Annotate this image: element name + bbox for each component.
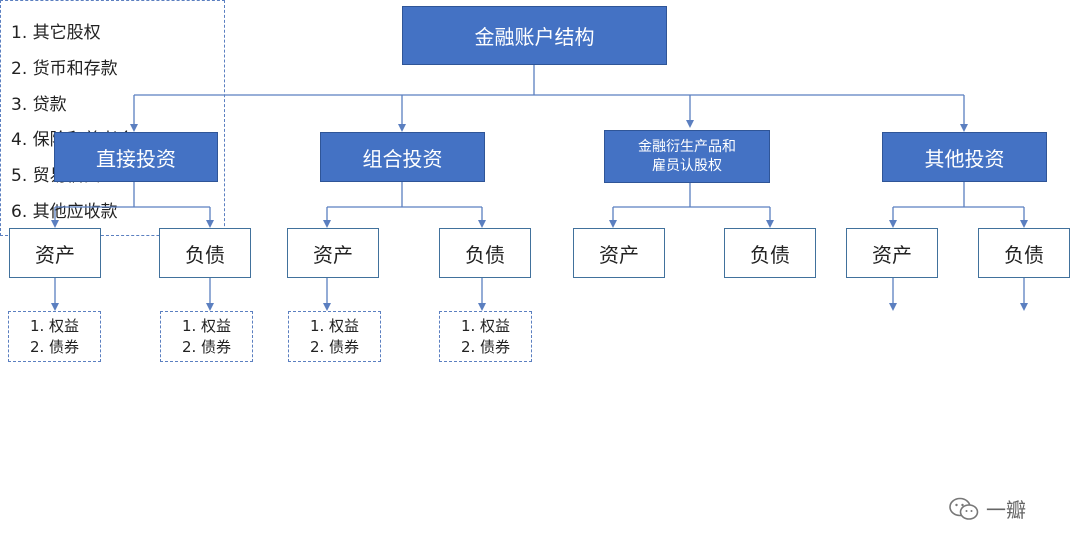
sublist-direct-asset: 1. 权益 2. 债券 [8,311,101,362]
sublist-portfolio-asset: 1. 权益 2. 债券 [288,311,381,362]
leaf-liability-portfolio: 负债 [439,228,531,278]
leaf-label: 负债 [750,242,790,267]
category-other-investment: 其他投资 [882,132,1047,182]
leaf-liability-derivatives: 负债 [724,228,816,278]
leaf-label: 资产 [35,242,75,267]
sublist-item: 2. 债券 [460,337,511,356]
leaf-asset-direct: 资产 [9,228,101,278]
leaf-label: 资产 [313,242,353,267]
list-item: 1. 其它股权 [11,23,101,44]
category-label: 直接投资 [96,146,176,171]
sublist-item: 1. 权益 [309,316,360,335]
list-item: 3. 贷款 [11,94,67,115]
root-label: 金融账户结构 [474,25,595,49]
category-label: 组合投资 [362,146,443,171]
leaf-liability-other: 负债 [978,228,1070,278]
sublist-item: 1. 权益 [181,316,232,335]
leaf-label: 负债 [1004,242,1044,267]
leaf-label: 资产 [872,242,912,267]
category-label-line1: 金融衍生产品和 [638,138,736,155]
leaf-label: 资产 [599,242,639,267]
leaf-liability-direct: 负债 [159,228,251,278]
sublist-item: 1. 权益 [460,316,511,335]
list-item: 2. 货币和存款 [11,58,118,79]
leaf-label: 负债 [185,242,225,267]
leaf-asset-portfolio: 资产 [287,228,379,278]
wechat-icon [949,497,979,520]
leaf-asset-derivatives: 资产 [573,228,665,278]
category-label: 其他投资 [924,146,1005,171]
category-label-line2: 雇员认股权 [652,157,722,174]
sublist-item: 2. 债券 [309,337,360,356]
sublist-item: 2. 债券 [29,337,80,356]
category-derivatives: 金融衍生产品和 雇员认股权 [604,130,770,183]
sublist-item: 2. 债券 [181,337,232,356]
sublist-portfolio-liability: 1. 权益 2. 债券 [439,311,532,362]
sublist-direct-liability: 1. 权益 2. 债券 [160,311,253,362]
watermark-text: 一瓣 [986,498,1026,522]
category-portfolio-investment: 组合投资 [320,132,485,182]
sublist-item: 1. 权益 [29,316,80,335]
watermark: 一瓣 [948,494,1026,523]
leaf-asset-other: 资产 [846,228,938,278]
root-node: 金融账户结构 [402,6,667,65]
leaf-label: 负债 [465,242,505,267]
category-direct-investment: 直接投资 [54,132,218,182]
